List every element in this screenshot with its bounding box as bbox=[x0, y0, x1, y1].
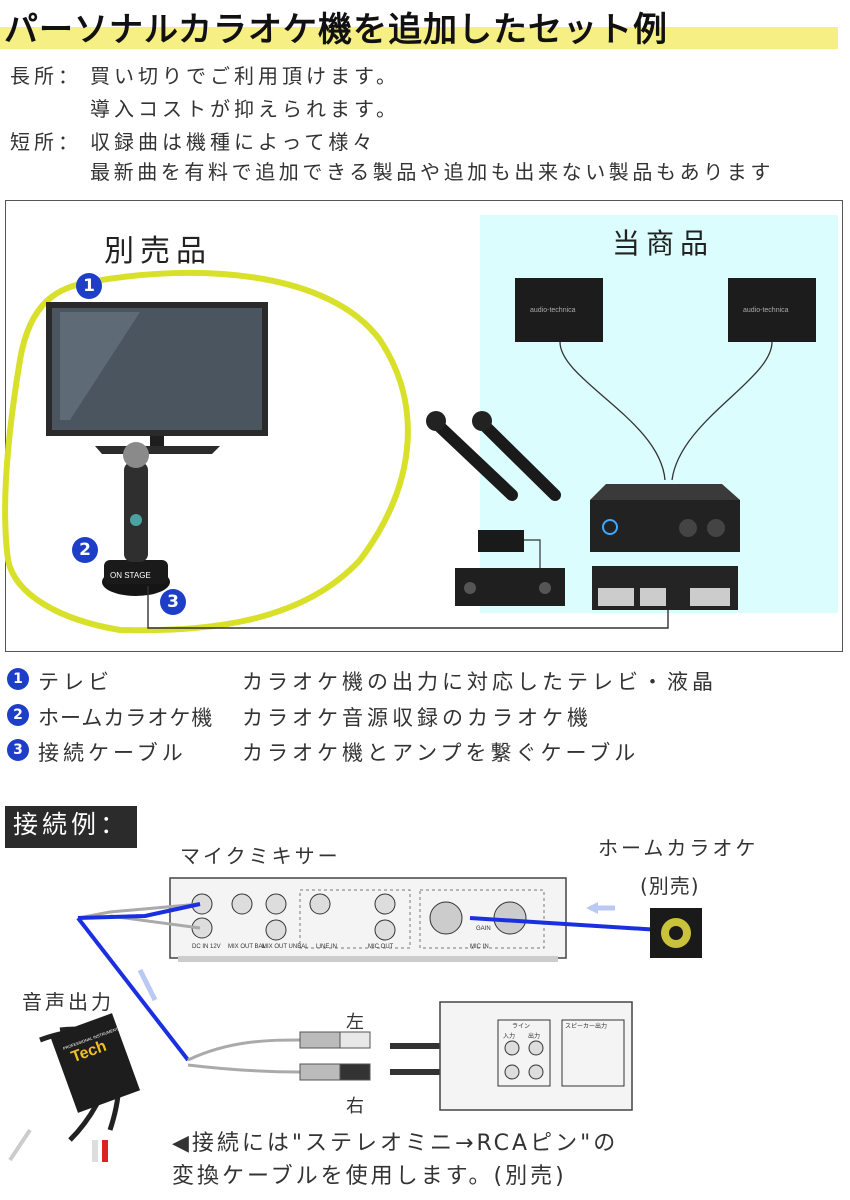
amp-speaker-label: スピーカー出力 bbox=[565, 1022, 607, 1030]
mixer-label: マイクミキサー bbox=[180, 844, 341, 868]
svg-text:audio-technica: audio-technica bbox=[530, 307, 576, 314]
legend-desc-3: カラオケ機とアンプを繋ぐケーブル bbox=[242, 741, 640, 765]
karaoke-label: ホームカラオケ bbox=[598, 836, 759, 860]
page-title: パーソナルカラオケ機を追加したセット例 bbox=[4, 10, 668, 50]
rca-plug-left bbox=[299, 1031, 371, 1049]
legend-name-2: ホームカラオケ機 bbox=[38, 706, 214, 730]
pros-line2: 導入コストが抑えられます。 bbox=[90, 97, 400, 121]
legend-name-3: 接続ケーブル bbox=[38, 741, 187, 765]
wireless-mic-icon bbox=[426, 411, 561, 501]
port-micin: MIC IN bbox=[470, 944, 489, 950]
cons-line1: 収録曲は機種によって様々 bbox=[90, 130, 377, 154]
home-karaoke-icon: ON STAGE bbox=[102, 442, 170, 596]
blue-cable-down bbox=[76, 916, 190, 1062]
separate-items-label: 別売品 bbox=[104, 234, 212, 269]
port-dcin: DC IN 12V bbox=[192, 944, 221, 950]
cons-line2: 最新曲を有料で追加できる製品や追加も出来ない製品もあります bbox=[90, 160, 774, 184]
setup-diagram-frame bbox=[5, 200, 843, 652]
legend-badge-1: 1 bbox=[7, 668, 29, 690]
legend-badge-2: 2 bbox=[7, 704, 29, 726]
port-mixout-bal: MIX OUT BAL bbox=[228, 944, 267, 950]
amp-line-label: ライン bbox=[512, 1023, 530, 1030]
amp-output-label: 出力 bbox=[528, 1032, 540, 1040]
karaoke-jack-icon bbox=[650, 908, 702, 958]
legend-desc-1: カラオケ機の出力に対応したテレビ・液晶 bbox=[242, 670, 717, 694]
title-highlight bbox=[0, 27, 838, 49]
svg-text:audio-technica: audio-technica bbox=[743, 307, 789, 314]
left-channel-label: 左 bbox=[346, 1012, 367, 1033]
audio-output-label: 音声出力 bbox=[22, 990, 114, 1014]
karaoke-sub-label: (別売) bbox=[640, 874, 700, 898]
tv-icon bbox=[46, 302, 268, 454]
badge-1: 1 bbox=[76, 273, 102, 299]
mixer-icon bbox=[592, 566, 738, 610]
amplifier-icon bbox=[590, 484, 740, 552]
amp-input-label: 入力 bbox=[503, 1032, 515, 1040]
port-gain: GAIN bbox=[476, 926, 491, 932]
pros-label: 長所： bbox=[10, 64, 82, 88]
mic-base-brand: ON STAGE bbox=[110, 571, 151, 580]
note-line-1: ◀接続には"ステレオミニ→RCAピン"の bbox=[172, 1131, 619, 1156]
wireless-receiver-icon bbox=[455, 530, 565, 606]
speaker-left-icon: audio-technica bbox=[515, 278, 603, 342]
cable-product-icon: Tech PROFESSIONAL INSTRUMENT CABLES bbox=[8, 1013, 141, 1162]
connection-cable bbox=[147, 586, 669, 629]
connection-section-title: 接続例： bbox=[5, 806, 138, 848]
speaker-right-icon: audio-technica bbox=[728, 278, 816, 342]
legend-name-1: テレビ bbox=[38, 670, 113, 694]
legend-desc-2: カラオケ音源収録のカラオケ機 bbox=[242, 706, 592, 730]
setup-illustration: ON STAGE audio-technica audio-technica bbox=[2, 269, 816, 634]
port-mixout-unbal: MIX OUT UNBAL bbox=[262, 944, 309, 950]
note-line-2: 変換ケーブルを使用します。(別売) bbox=[172, 1164, 567, 1189]
connection-illustration: DC IN 12V MIX OUT BAL MIX OUT UNBAL LINE… bbox=[8, 877, 702, 1162]
product-items-label: 当商品 bbox=[612, 227, 715, 260]
cons-label: 短所： bbox=[10, 130, 82, 154]
amp-rear-panel: ライン 入力 出力 スピーカー出力 bbox=[439, 1001, 633, 1111]
pros-line1: 買い切りでご利用頂けます。 bbox=[90, 64, 400, 88]
legend-badge-3: 3 bbox=[7, 739, 29, 761]
badge-2: 2 bbox=[72, 537, 98, 563]
rca-plug-right bbox=[299, 1063, 371, 1081]
port-micout: MIC OUT bbox=[368, 944, 394, 950]
blue-cable-karaoke bbox=[469, 916, 661, 932]
right-channel-label: 右 bbox=[346, 1096, 367, 1117]
port-linein: LINE IN bbox=[316, 944, 337, 950]
blue-cable-left bbox=[77, 902, 201, 920]
badge-3: 3 bbox=[160, 589, 186, 615]
